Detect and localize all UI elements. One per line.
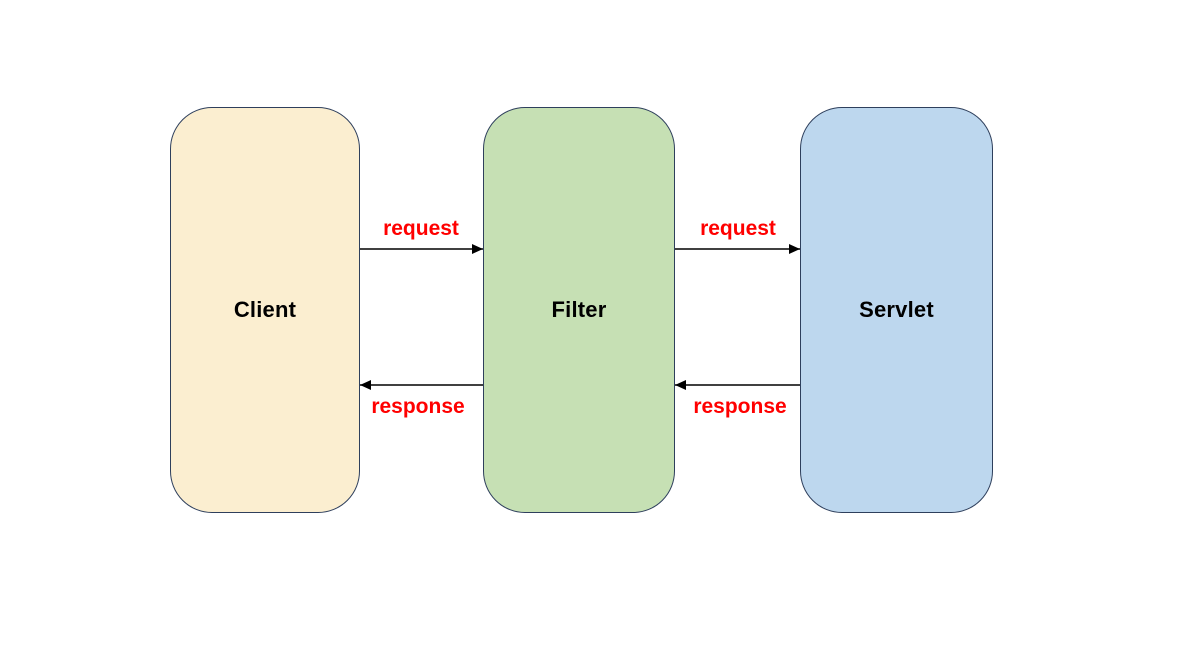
node-servlet: Servlet — [800, 107, 993, 513]
edge-label-response-servlet-filter: response — [693, 395, 787, 418]
node-servlet-label: Servlet — [859, 297, 934, 322]
node-client: Client — [170, 107, 360, 513]
edge-label-request-filter-servlet: request — [700, 217, 776, 240]
node-filter: Filter — [483, 107, 675, 513]
node-client-label: Client — [233, 297, 297, 322]
edge-label-request-client-filter: request — [383, 217, 459, 240]
node-filter-label: Filter — [551, 297, 607, 322]
edge-label-response-filter-client: response — [371, 395, 465, 418]
